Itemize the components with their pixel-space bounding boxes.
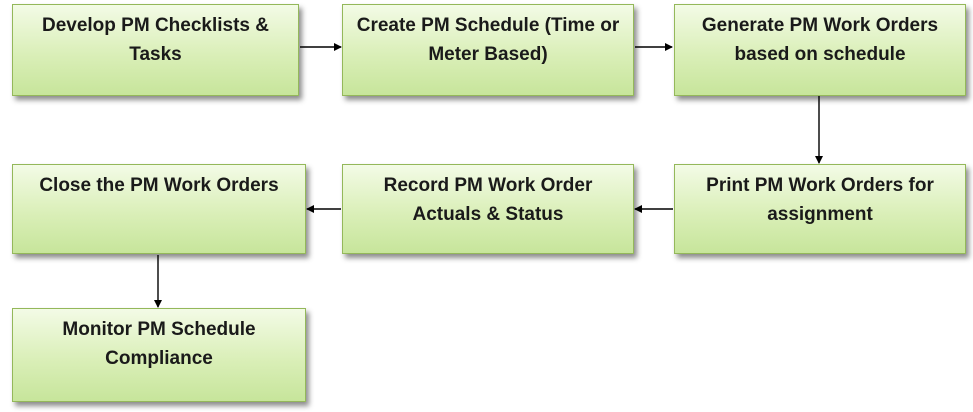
step-create-pm-schedule: Create PM Schedule (Time or Meter Based) [342,4,634,96]
step-generate-pm-work-orders: Generate PM Work Orders based on schedul… [674,4,966,96]
step-record-pm-work-order-actuals: Record PM Work Order Actuals & Status [342,164,634,254]
step-print-pm-work-orders: Print PM Work Orders for assignment [674,164,966,254]
step-develop-pm-checklists: Develop PM Checklists & Tasks [12,4,299,96]
step-close-pm-work-orders: Close the PM Work Orders [12,164,306,254]
step-monitor-pm-schedule-compliance: Monitor PM Schedule Compliance [12,308,306,402]
